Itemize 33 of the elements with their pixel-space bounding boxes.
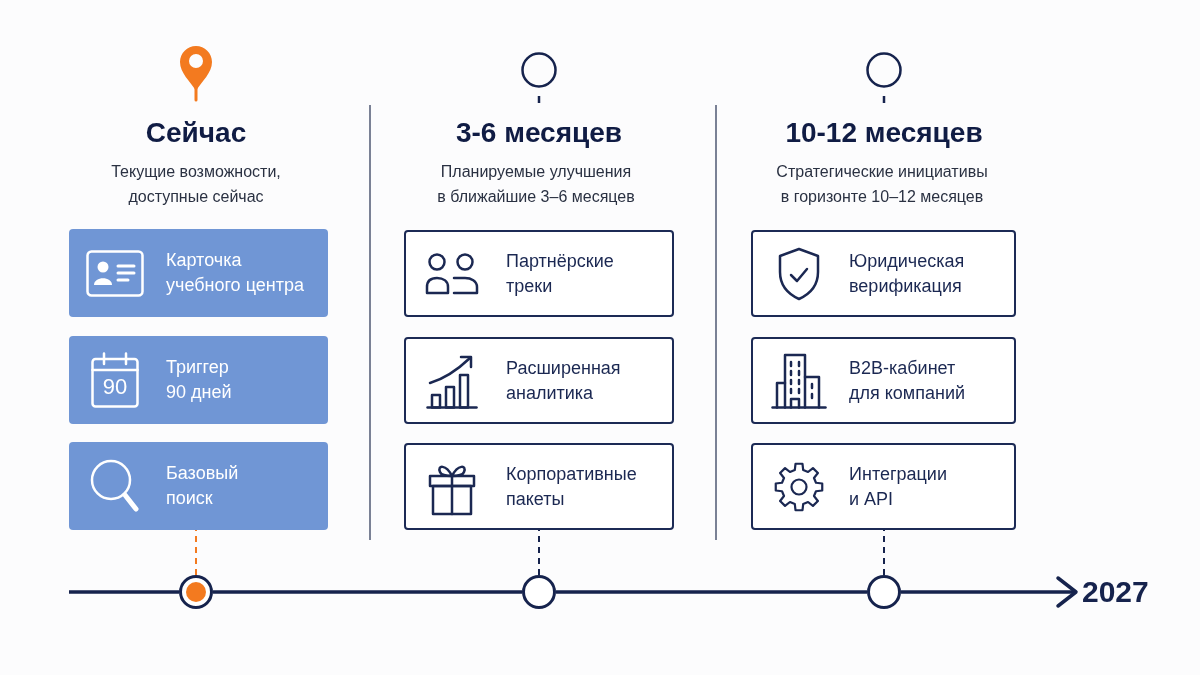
card-label: Карточка учебного центра [166,250,304,295]
timeline-line [556,590,867,594]
column-heading: 10-12 месяцев [785,117,983,148]
feature-card [404,337,674,424]
card-label: B2B-кабинет для компаний [849,357,966,403]
calendar-day-number: 90 [102,373,128,401]
feature-card [751,230,1016,317]
feature-card [69,336,328,424]
card-label: Расширенная аналитика [506,357,621,403]
card-label: Интеграции и API [849,463,947,509]
timeline-arrow [901,576,1078,608]
card-label: Триггер 90 дней [166,357,232,402]
timeline-line [69,590,179,594]
card-label: Партнёрские треки [506,250,614,296]
card-label: Корпоративные пакеты [506,463,637,509]
year-label: 2027 [1082,575,1149,609]
column-heading: Сейчас [145,117,247,148]
feature-card [69,442,328,530]
column-subtitle: Планируемые улучшения в ближайшие 3–6 месяцев [437,163,635,205]
column-subtitle: Стратегические инициативы в горизонте 10–12 месяцев [776,163,988,205]
feature-card [751,443,1016,530]
card-label: Базовый поиск [166,463,239,508]
feature-card [404,230,674,317]
feature-card [404,443,674,530]
dashed-connector [538,529,540,576]
column-heading: 3-6 месяцев [455,117,623,148]
dashed-connector [195,529,197,576]
card-label: Юридическая верификация [849,250,965,296]
timeline-line [213,590,522,594]
feature-card [751,337,1016,424]
column-subtitle: Текущие возможности, доступные сейчас [111,163,281,205]
dashed-connector [883,529,885,576]
feature-card [69,229,328,317]
